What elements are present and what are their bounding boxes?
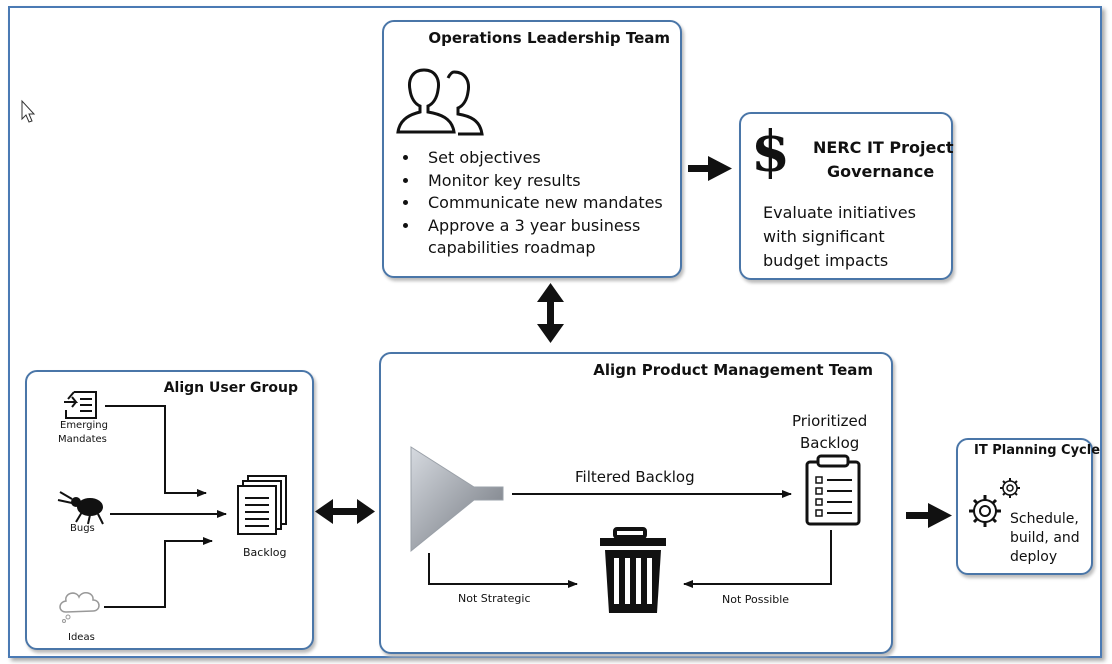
pm-to-it-arrow [906,503,952,528]
ops-bullet: Set objectives [420,147,663,170]
mandates-to-backlog-arrow [105,405,207,497]
nerc-title-line2: Governance [827,162,935,181]
it-planning-title: IT Planning Cycle [974,443,1101,458]
ops-bullet-list: Set objectives Monitor key results Commu… [392,147,663,260]
people-icon [396,68,484,136]
funnel-icon [410,446,504,553]
nerc-desc-line2: with significant [763,227,885,246]
ideas-label: Ideas [68,632,95,643]
operations-leadership-title: Operations Leadership Team [428,29,670,47]
gears-icon [969,478,1020,527]
ops-to-nerc-arrow [688,156,732,181]
ops-bullet: Approve a 3 year business capabilities ro… [420,215,663,260]
not-possible-arrow [683,530,832,588]
cloud-icon [59,592,100,623]
not-strategic-label: Not Strategic [458,592,531,605]
bugs-label: Bugs [70,523,95,534]
operations-leadership-box: Operations Leadership Team Set objective… [382,20,682,278]
it-line3: deploy [1010,549,1058,565]
ideas-to-backlog-arrow [104,537,213,608]
it-line2: build, and [1010,530,1080,546]
prioritized-label-line1: Prioritized [792,412,868,430]
mandates-label-line1: Emerging [60,420,108,431]
not-possible-label: Not Possible [722,593,790,606]
align-user-group-box: Align User Group [25,370,314,650]
not-strategic-arrow [428,553,578,588]
mandates-label-line2: Mandates [58,434,107,445]
ops-pm-double-arrow [537,283,564,343]
filtered-backlog-label: Filtered Backlog [575,468,695,486]
dollar-icon: $ [751,119,790,185]
nerc-title-line1: NERC IT Project [813,138,954,157]
stacked-documents-icon [237,475,287,535]
nerc-desc-line1: Evaluate initiatives [763,203,916,222]
nerc-governance-box: $ NERC IT Project Governance Evaluate in… [739,112,953,280]
ops-bullet-line: Approve a 3 year business [428,215,641,235]
ops-bullet: Communicate new mandates [420,192,663,215]
bug-icon [57,491,104,525]
it-planning-cycle-box: IT Planning Cycle Schedule, build, and d… [956,438,1100,575]
ops-bullet: Monitor key results [420,170,663,193]
backlog-label: Backlog [243,546,287,559]
it-line1: Schedule, [1010,511,1079,527]
document-icon [64,391,97,419]
trash-icon [600,527,666,613]
product-management-title: Align Product Management Team [593,361,873,379]
ops-bullet-line: capabilities roadmap [428,238,596,257]
clipboard-icon [805,454,861,526]
prioritized-label-line2: Backlog [800,434,860,452]
user-group-title: Align User Group [163,380,298,396]
nerc-desc-line3: budget impacts [763,251,889,270]
usergroup-pm-double-arrow [315,499,375,524]
